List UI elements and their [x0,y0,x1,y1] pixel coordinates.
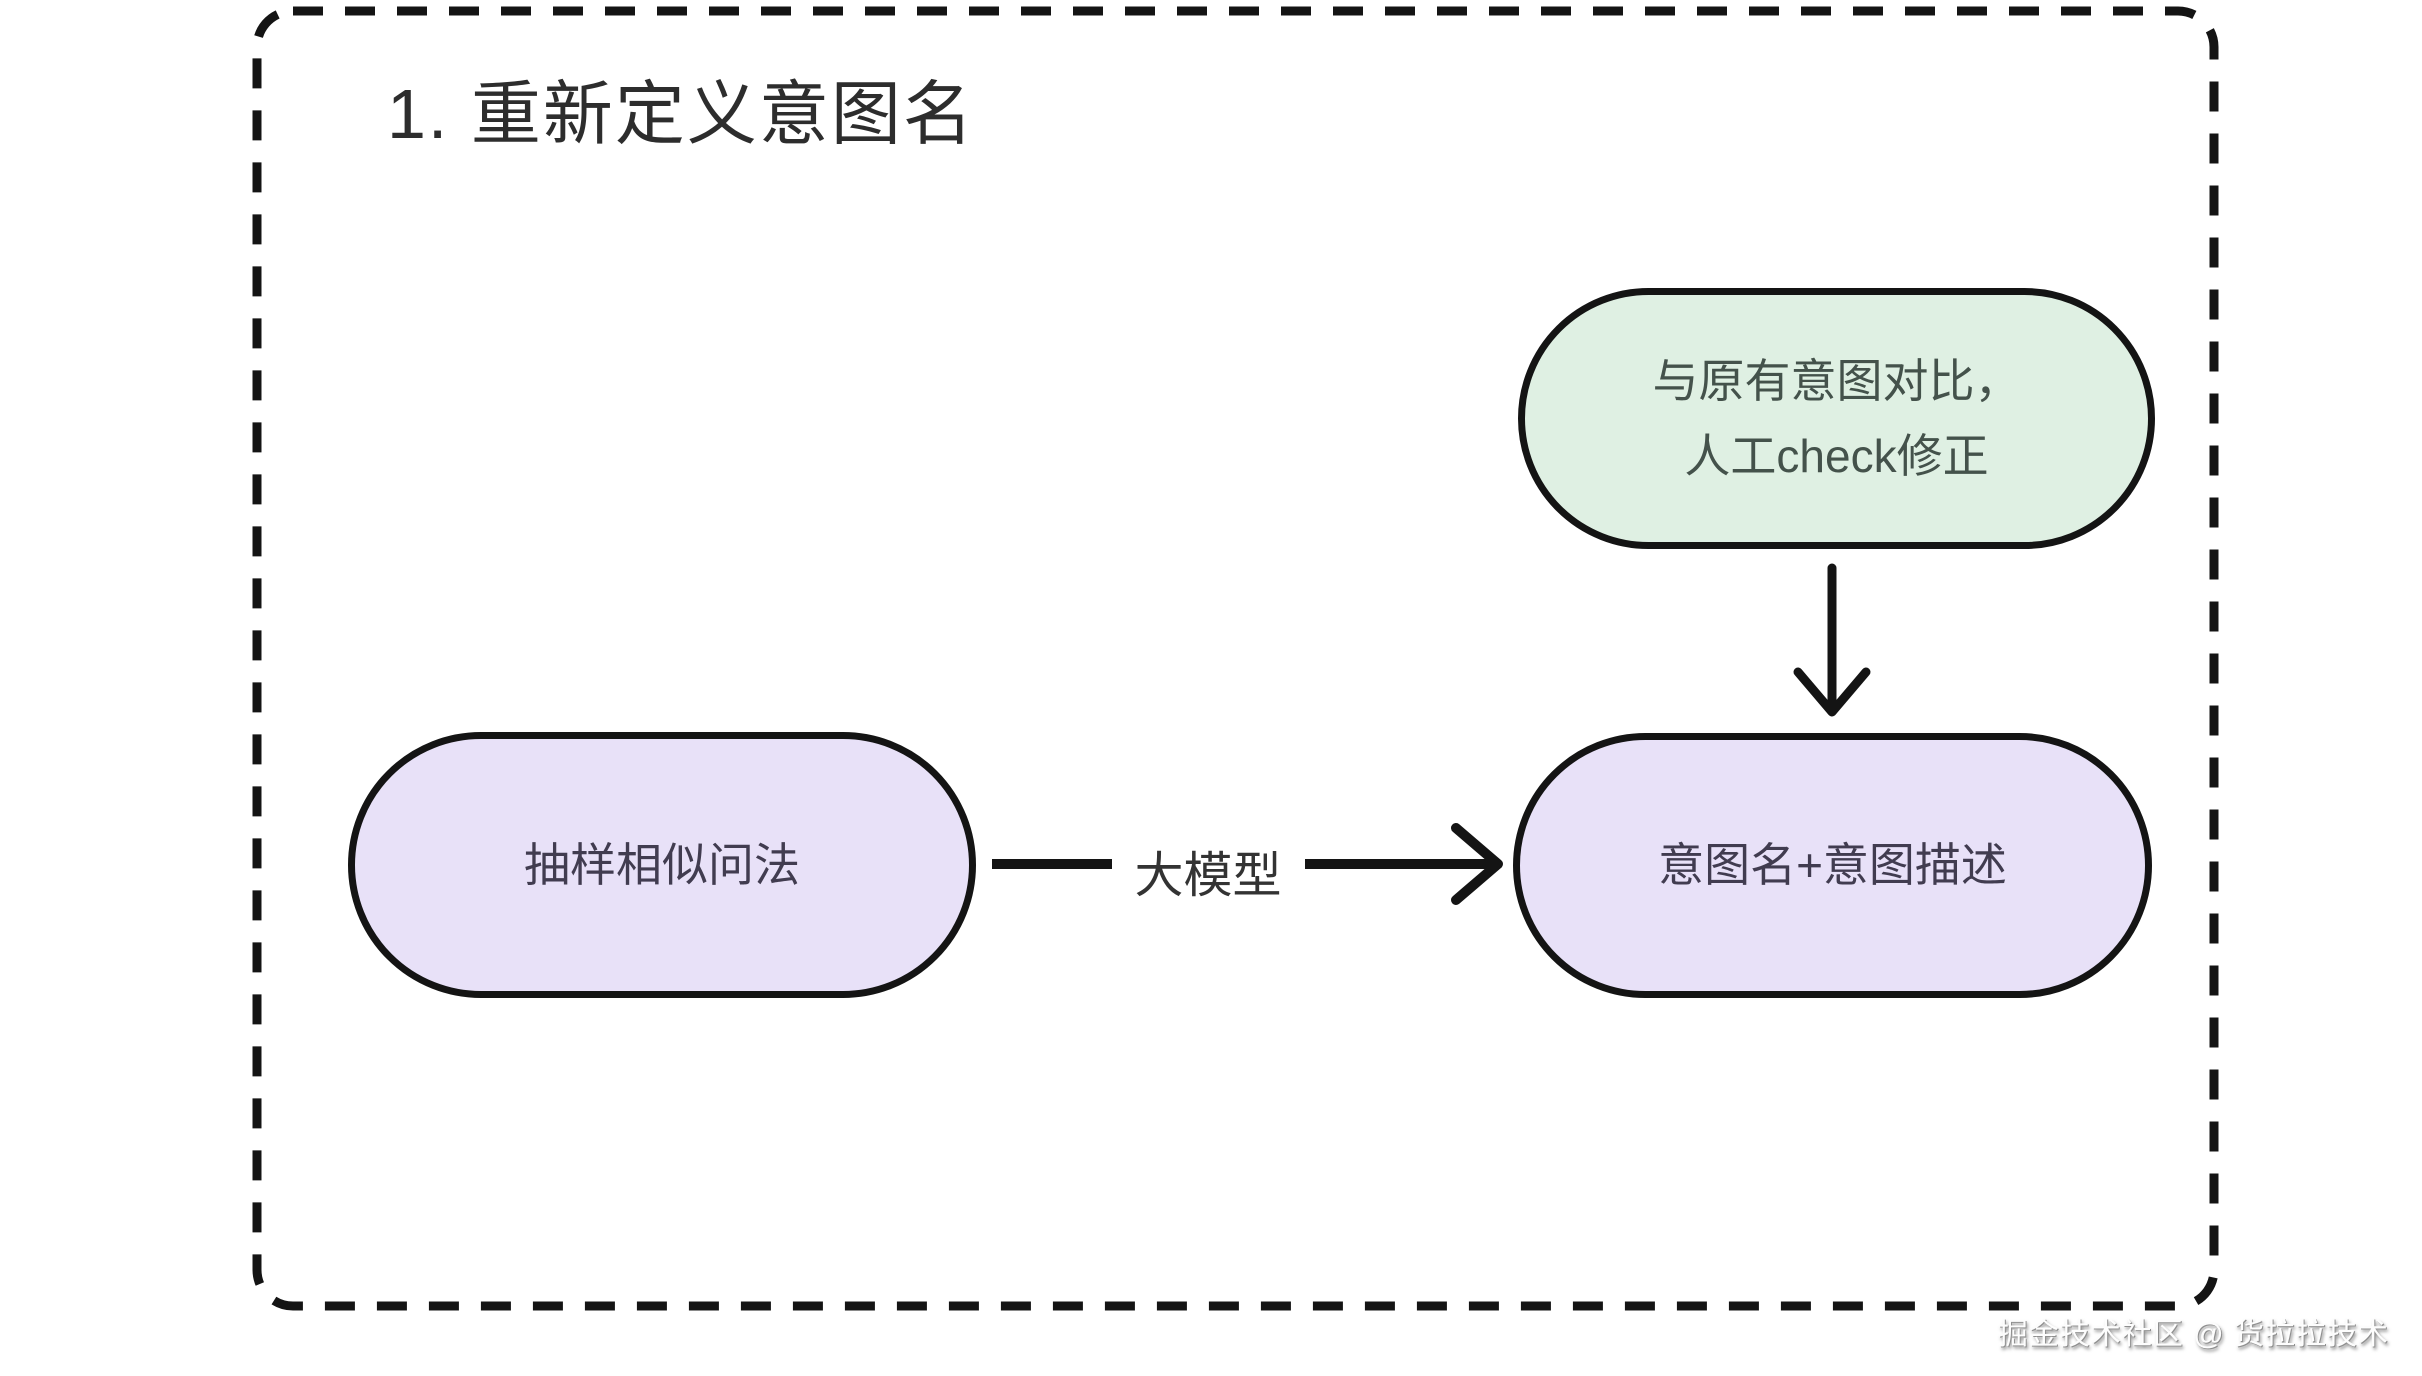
watermark: 掘金技术社区 @ 货拉拉技术 [1997,1318,2389,1351]
diagram-title: 1. 重新定义意图名 [387,75,975,153]
edge-sample-to-intent [992,823,1503,905]
node-compare-check-line2: 人工check修正 [1684,429,1989,482]
arrowhead-right-icon [1451,823,1503,905]
node-intent-output: 意图名+意图描述 [1513,733,2152,998]
dashed-border [252,6,2219,1311]
arrowhead-down-icon [1793,667,1871,717]
node-intent-output-label: 意图名+意图描述 [1658,839,2007,892]
edge-label-llm: 大模型 [1134,849,1282,903]
arrow-compare-to-intent [1793,563,1871,717]
node-compare-check-line1: 与原有意图对比， [1652,354,2021,407]
node-sample-questions: 抽样相似问法 [348,732,976,998]
node-sample-questions-label: 抽样相似问法 [524,838,800,891]
node-compare-check: 与原有意图对比， 人工check修正 [1518,288,2155,549]
